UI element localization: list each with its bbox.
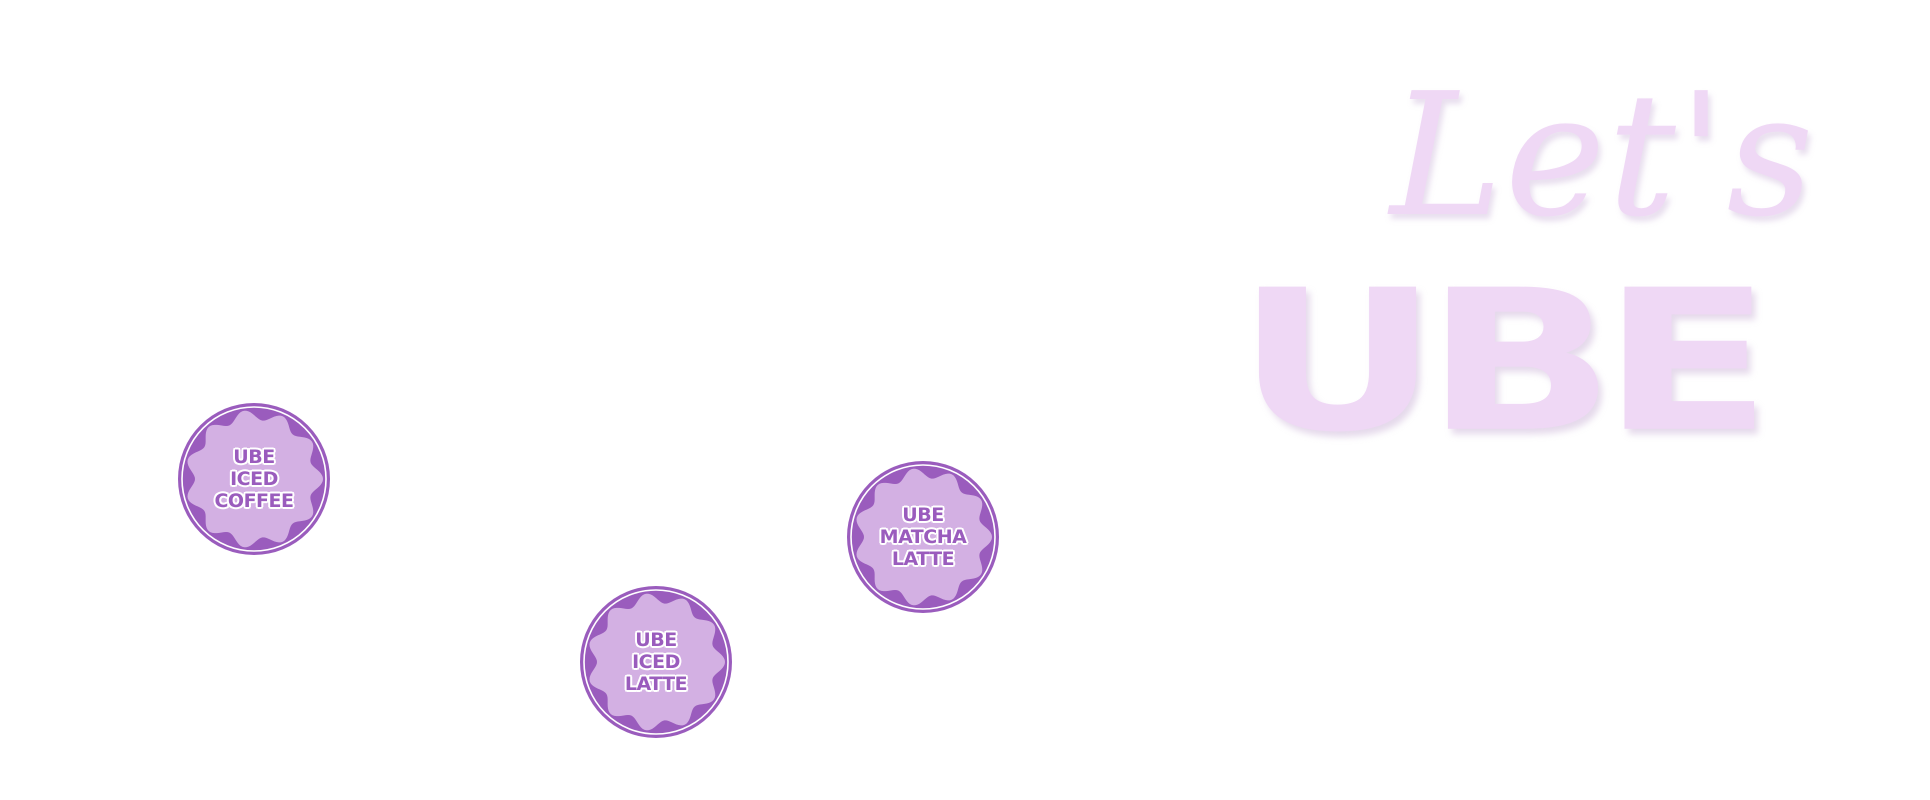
badge-line: ICED bbox=[230, 468, 278, 490]
badge-label: UBE ICED LATTE bbox=[578, 584, 734, 740]
badge-line: UBE bbox=[233, 446, 275, 468]
badge-line: UBE bbox=[902, 504, 944, 526]
badge-line: UBE bbox=[635, 629, 677, 651]
badge-label: UBE MATCHA LATTE bbox=[845, 459, 1001, 615]
badge-line: LATTE bbox=[891, 548, 955, 570]
heading-script-text: Let's bbox=[1390, 57, 1816, 255]
badge-label: UBE ICED COFFEE bbox=[176, 401, 332, 557]
badge-line: LATTE bbox=[624, 673, 688, 695]
heading-title-text: UBE bbox=[1236, 247, 1772, 475]
badge-line: COFFEE bbox=[214, 490, 294, 512]
badge-circle-icon bbox=[178, 403, 330, 555]
badge-ube-matcha-latte[interactable]: UBE MATCHA LATTE bbox=[845, 459, 1001, 615]
badge-line: ICED bbox=[632, 651, 680, 673]
badge-ube-iced-latte[interactable]: UBE ICED LATTE bbox=[578, 584, 734, 740]
badge-line: MATCHA bbox=[879, 526, 967, 548]
badge-circle-icon bbox=[847, 461, 999, 613]
badge-ube-iced-coffee[interactable]: UBE ICED COFFEE bbox=[176, 401, 332, 557]
badge-circle-icon bbox=[580, 586, 732, 738]
